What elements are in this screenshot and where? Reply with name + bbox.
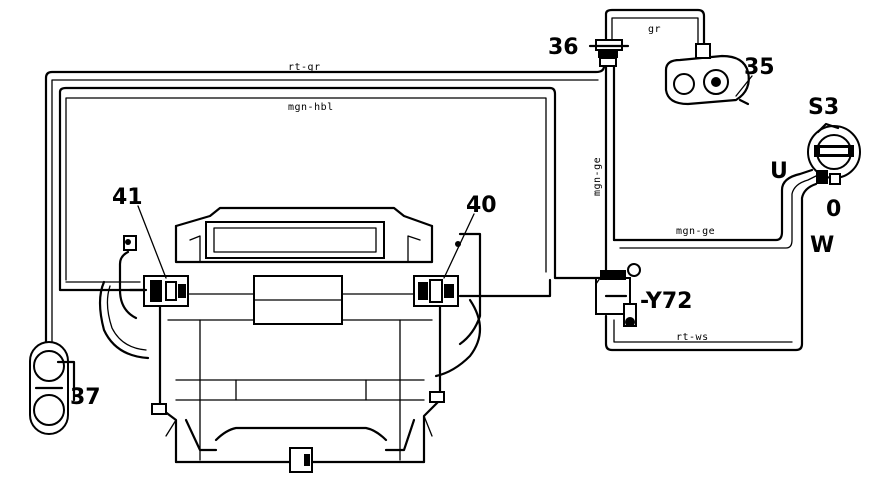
heater-box — [98, 206, 482, 473]
connector-36 — [588, 39, 630, 67]
wire-rt-ws — [604, 182, 818, 352]
callout-y72: -Y72 — [640, 289, 692, 314]
vacuum-element-35 — [664, 43, 750, 106]
wire-label-mgn-ge-h: mgn-ge — [676, 226, 715, 237]
callout-s3: S3 — [808, 95, 839, 120]
wire-label-gr: gr — [648, 24, 661, 35]
callout-40: 40 — [466, 193, 497, 218]
wire-label-rt-ws: rt-ws — [676, 332, 709, 343]
callout-35: 35 — [744, 55, 775, 80]
callout-switch-u: U — [770, 159, 788, 184]
wire-40-right — [458, 278, 552, 298]
wire-rt-ws-b — [613, 319, 793, 343]
flap-actuator-40 — [413, 275, 459, 307]
wire-label-mgn-ge-v: mgn-ge — [592, 157, 603, 196]
leader-40 — [443, 213, 475, 279]
reservoir-37 — [29, 341, 76, 435]
wire-label-mgn-hbl: mgn-hbl — [288, 102, 334, 113]
wire-mgn-ge-horizontal-b — [619, 175, 817, 249]
wire-rt-gr — [44, 64, 606, 347]
wire-mgn-hbl — [58, 86, 602, 282]
leader-35 — [735, 75, 753, 97]
callout-switch-w: W — [810, 233, 834, 258]
wire-gr-b — [611, 17, 699, 49]
wire-rt-gr-inner — [51, 79, 599, 346]
callout-37: 37 — [70, 385, 101, 410]
wire-mgn-hbl-inner — [65, 97, 547, 281]
callout-36: 36 — [548, 35, 579, 60]
callout-switch-0: 0 — [826, 197, 841, 222]
wire-mgn-ge-horizontal — [612, 168, 814, 242]
switch-s3 — [807, 122, 861, 185]
wire-gr — [604, 8, 706, 50]
flap-actuator-41 — [128, 275, 189, 307]
callout-41: 41 — [112, 185, 143, 210]
valve-y72 — [595, 263, 641, 327]
wire-label-rt-gr: rt-gr — [288, 62, 321, 73]
leader-41 — [137, 205, 167, 279]
